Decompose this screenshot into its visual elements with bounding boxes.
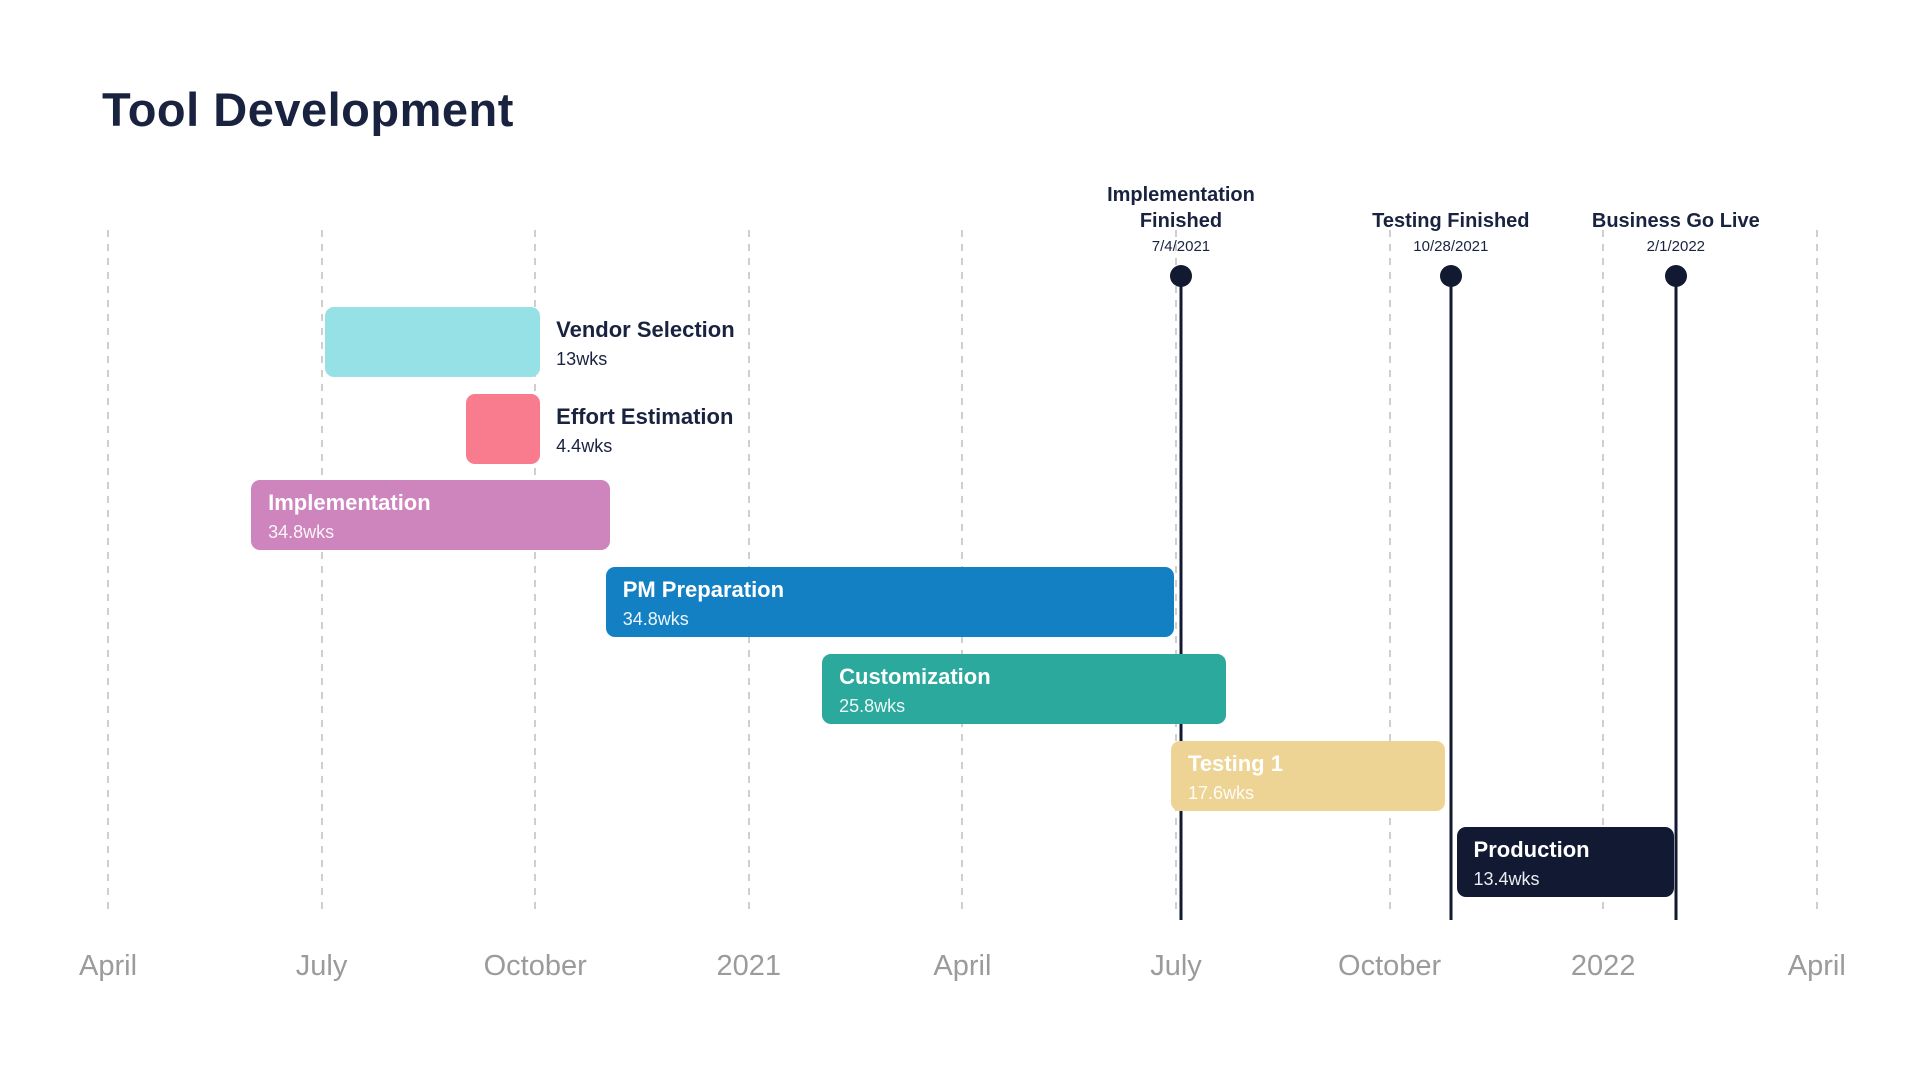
task-duration: 13.4wks xyxy=(1473,869,1540,889)
gridline xyxy=(1388,230,1391,915)
axis-tick-label: April xyxy=(933,950,992,982)
milestone-dot xyxy=(1664,265,1687,287)
task-duration: 13wks xyxy=(556,349,608,369)
task-label: Effort Estimation 4.4wks xyxy=(556,394,733,458)
task-bar: Production 13.4wks xyxy=(1456,827,1674,897)
milestone-label: Testing Finished xyxy=(1372,210,1530,232)
milestone-line xyxy=(1674,276,1678,920)
task-label: Vendor Selection 13wks xyxy=(556,307,735,371)
task-bar: Implementation 34.8wks xyxy=(251,480,610,550)
chart-title: Tool Development xyxy=(102,83,514,136)
milestone: Implementation Finished 7/4/2021 xyxy=(1081,0,1281,256)
task-bar: Customization 25.8wks xyxy=(822,654,1226,724)
task-duration: 4.4wks xyxy=(556,436,613,456)
milestone-dot xyxy=(1439,265,1462,287)
task-duration: 34.8wks xyxy=(622,609,689,629)
axis-tick-label: 2022 xyxy=(1570,950,1636,982)
task-bar xyxy=(325,307,541,377)
task-duration: 34.8wks xyxy=(268,522,335,542)
axis-tick-label: October xyxy=(483,950,587,982)
milestone-date: 7/4/2021 xyxy=(1151,238,1211,255)
gridline xyxy=(107,230,109,915)
axis-tick-label: July xyxy=(1150,950,1202,982)
task-name: Effort Estimation xyxy=(556,404,734,429)
task-bar: PM Preparation 34.8wks xyxy=(605,567,1174,637)
milestone-date: 2/1/2022 xyxy=(1646,238,1705,255)
milestone-label: Implementation Finished xyxy=(1107,184,1255,232)
task-name: PM Preparation xyxy=(622,577,785,602)
axis-tick-label: April xyxy=(1787,950,1846,982)
gridline xyxy=(1815,230,1818,915)
task-name: Customization xyxy=(839,664,991,689)
milestone-line xyxy=(1449,276,1453,920)
milestone: Testing Finished 10/28/2021 xyxy=(1351,0,1551,256)
task-duration: 17.6wks xyxy=(1188,783,1255,803)
task-name: Implementation xyxy=(268,490,431,515)
task-duration: 25.8wks xyxy=(839,696,906,716)
axis-tick-label: April xyxy=(78,950,138,982)
task-name: Vendor Selection xyxy=(556,317,735,342)
gridline xyxy=(1602,230,1605,915)
milestone-date: 10/28/2021 xyxy=(1413,238,1489,255)
gridline xyxy=(534,230,537,915)
task-bar xyxy=(466,394,541,464)
milestone-dot xyxy=(1169,265,1192,287)
task-name: Testing 1 xyxy=(1188,751,1283,776)
milestone-line xyxy=(1179,276,1183,920)
axis-tick-label: October xyxy=(1338,950,1442,982)
task-bar: Testing 1 17.6wks xyxy=(1171,741,1446,811)
task-name: Production xyxy=(1473,837,1590,862)
milestone: Business Go Live 2/1/2022 xyxy=(1576,0,1776,256)
axis-tick-label: July xyxy=(295,950,348,982)
milestone-label: Business Go Live xyxy=(1591,210,1760,232)
gridline xyxy=(1175,230,1177,915)
gridline xyxy=(320,230,323,915)
axis-tick-label: 2021 xyxy=(716,950,782,982)
